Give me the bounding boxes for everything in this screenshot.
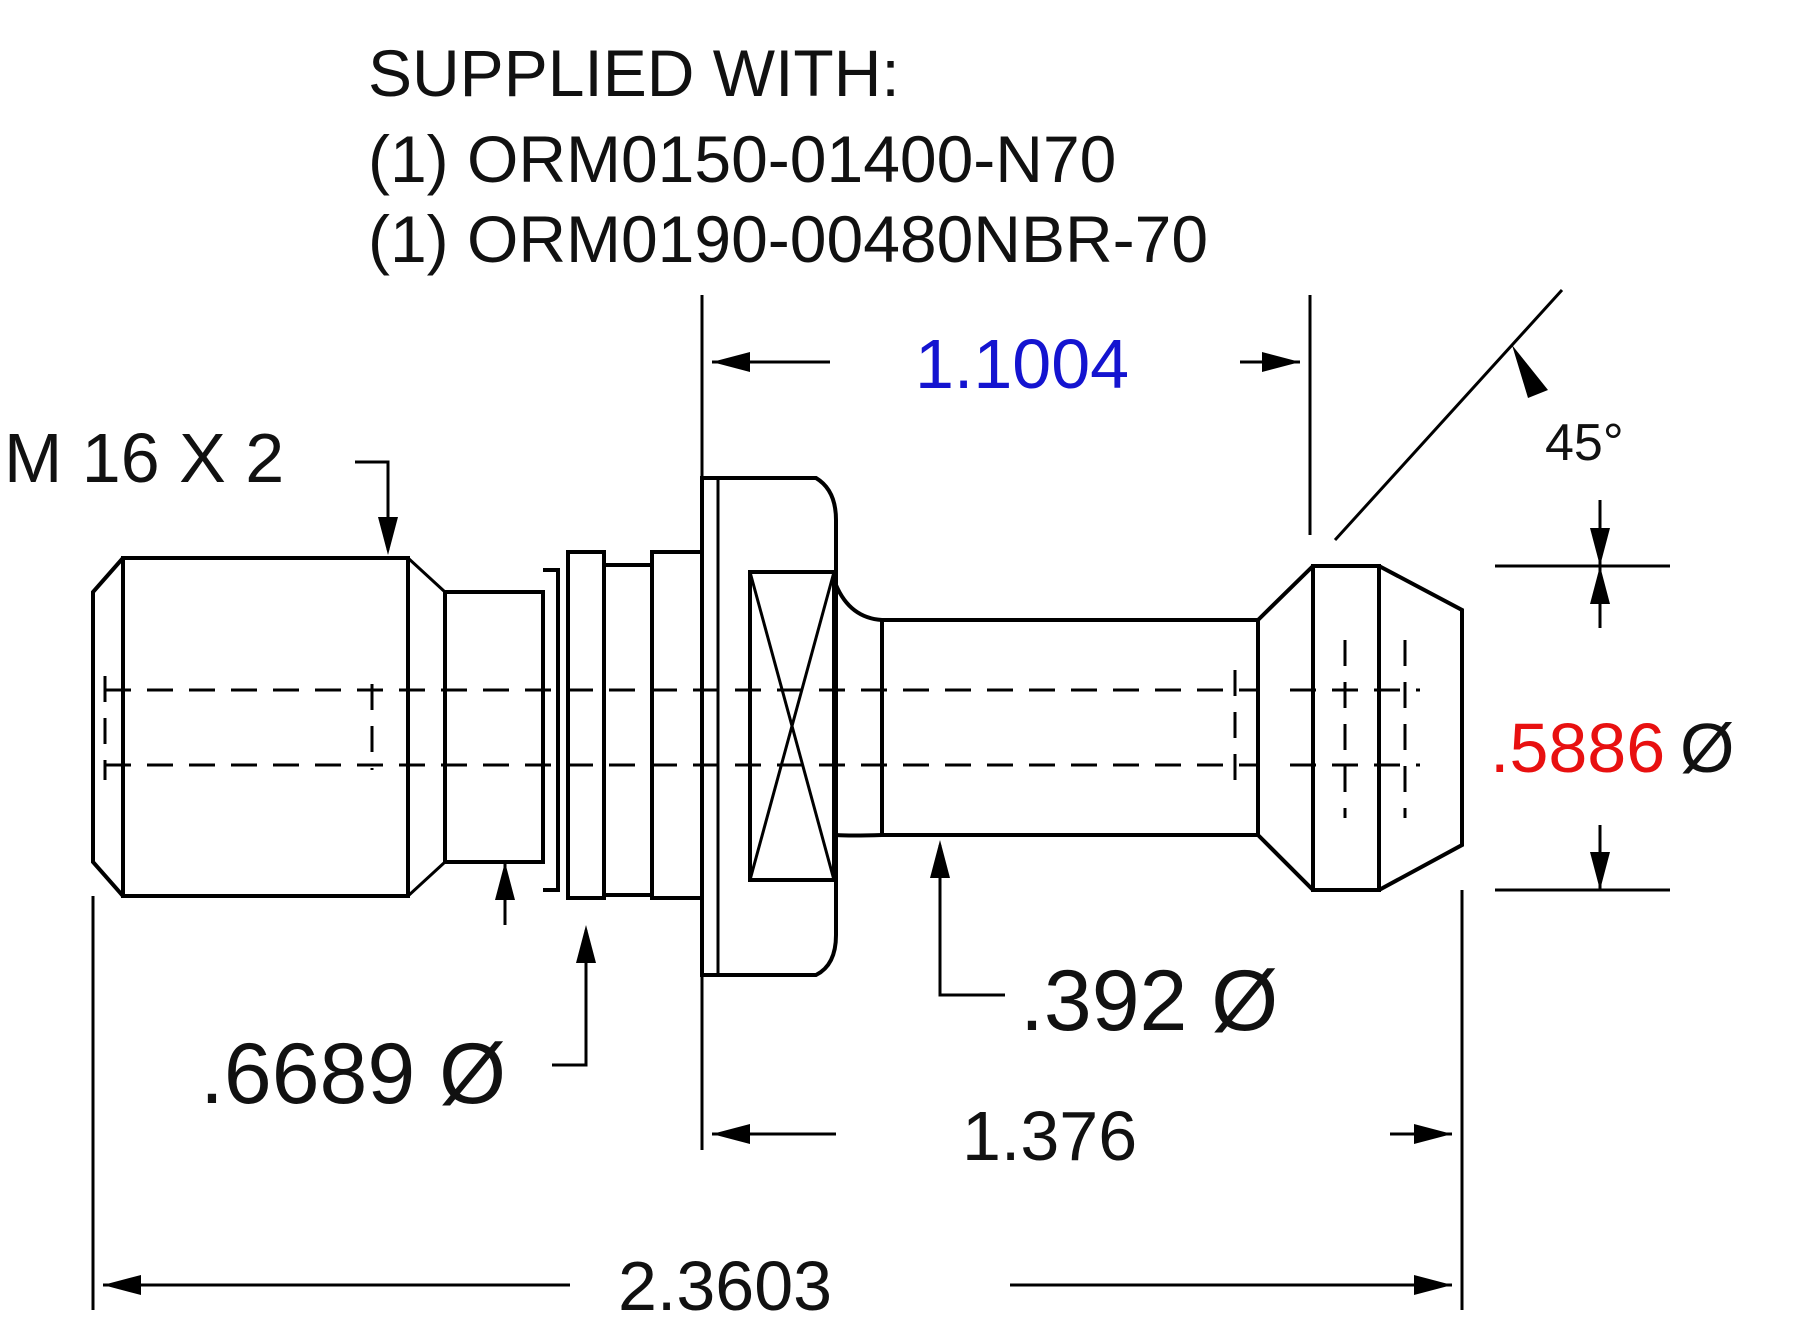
dim-1-1004-label: 1.1004 xyxy=(915,325,1129,403)
dim-flange-to-nose: 1.1004 xyxy=(712,325,1300,403)
shank-diameter-label: .392 Ø xyxy=(1020,953,1278,1049)
dim-thread: M 16 X 2 xyxy=(4,419,398,555)
dim-collar-diameter: .6689 Ø xyxy=(200,862,596,1122)
supplied-item-1: (1) ORM0150-01400-N70 xyxy=(368,122,1116,196)
collar-diameter-label: .6689 Ø xyxy=(200,1026,506,1122)
supplied-with-heading: SUPPLIED WITH: xyxy=(368,36,900,110)
dim-2-3603-label: 2.3603 xyxy=(618,1247,832,1325)
dim-5886-label: .5886 xyxy=(1490,709,1665,787)
diameter-symbol: Ø xyxy=(1680,709,1734,787)
dim-overall-length: 2.3603 xyxy=(103,1247,1452,1325)
dim-flange-to-tip: 1.376 xyxy=(712,1097,1452,1175)
dim-shank-diameter: .392 Ø xyxy=(930,840,1278,1049)
dim-chamfer-angle: 45° xyxy=(1333,288,1624,542)
dim-1-376-label: 1.376 xyxy=(962,1097,1137,1175)
dim-head-diameter: .5886 Ø xyxy=(1490,500,1734,890)
hidden-bore-lines xyxy=(103,640,1420,818)
thread-label: M 16 X 2 xyxy=(4,419,284,497)
supplied-item-2: (1) ORM0190-00480NBR-70 xyxy=(368,202,1208,276)
dim-45-label: 45° xyxy=(1545,414,1624,472)
part-outline xyxy=(91,476,1464,977)
extension-lines xyxy=(91,295,1670,1310)
